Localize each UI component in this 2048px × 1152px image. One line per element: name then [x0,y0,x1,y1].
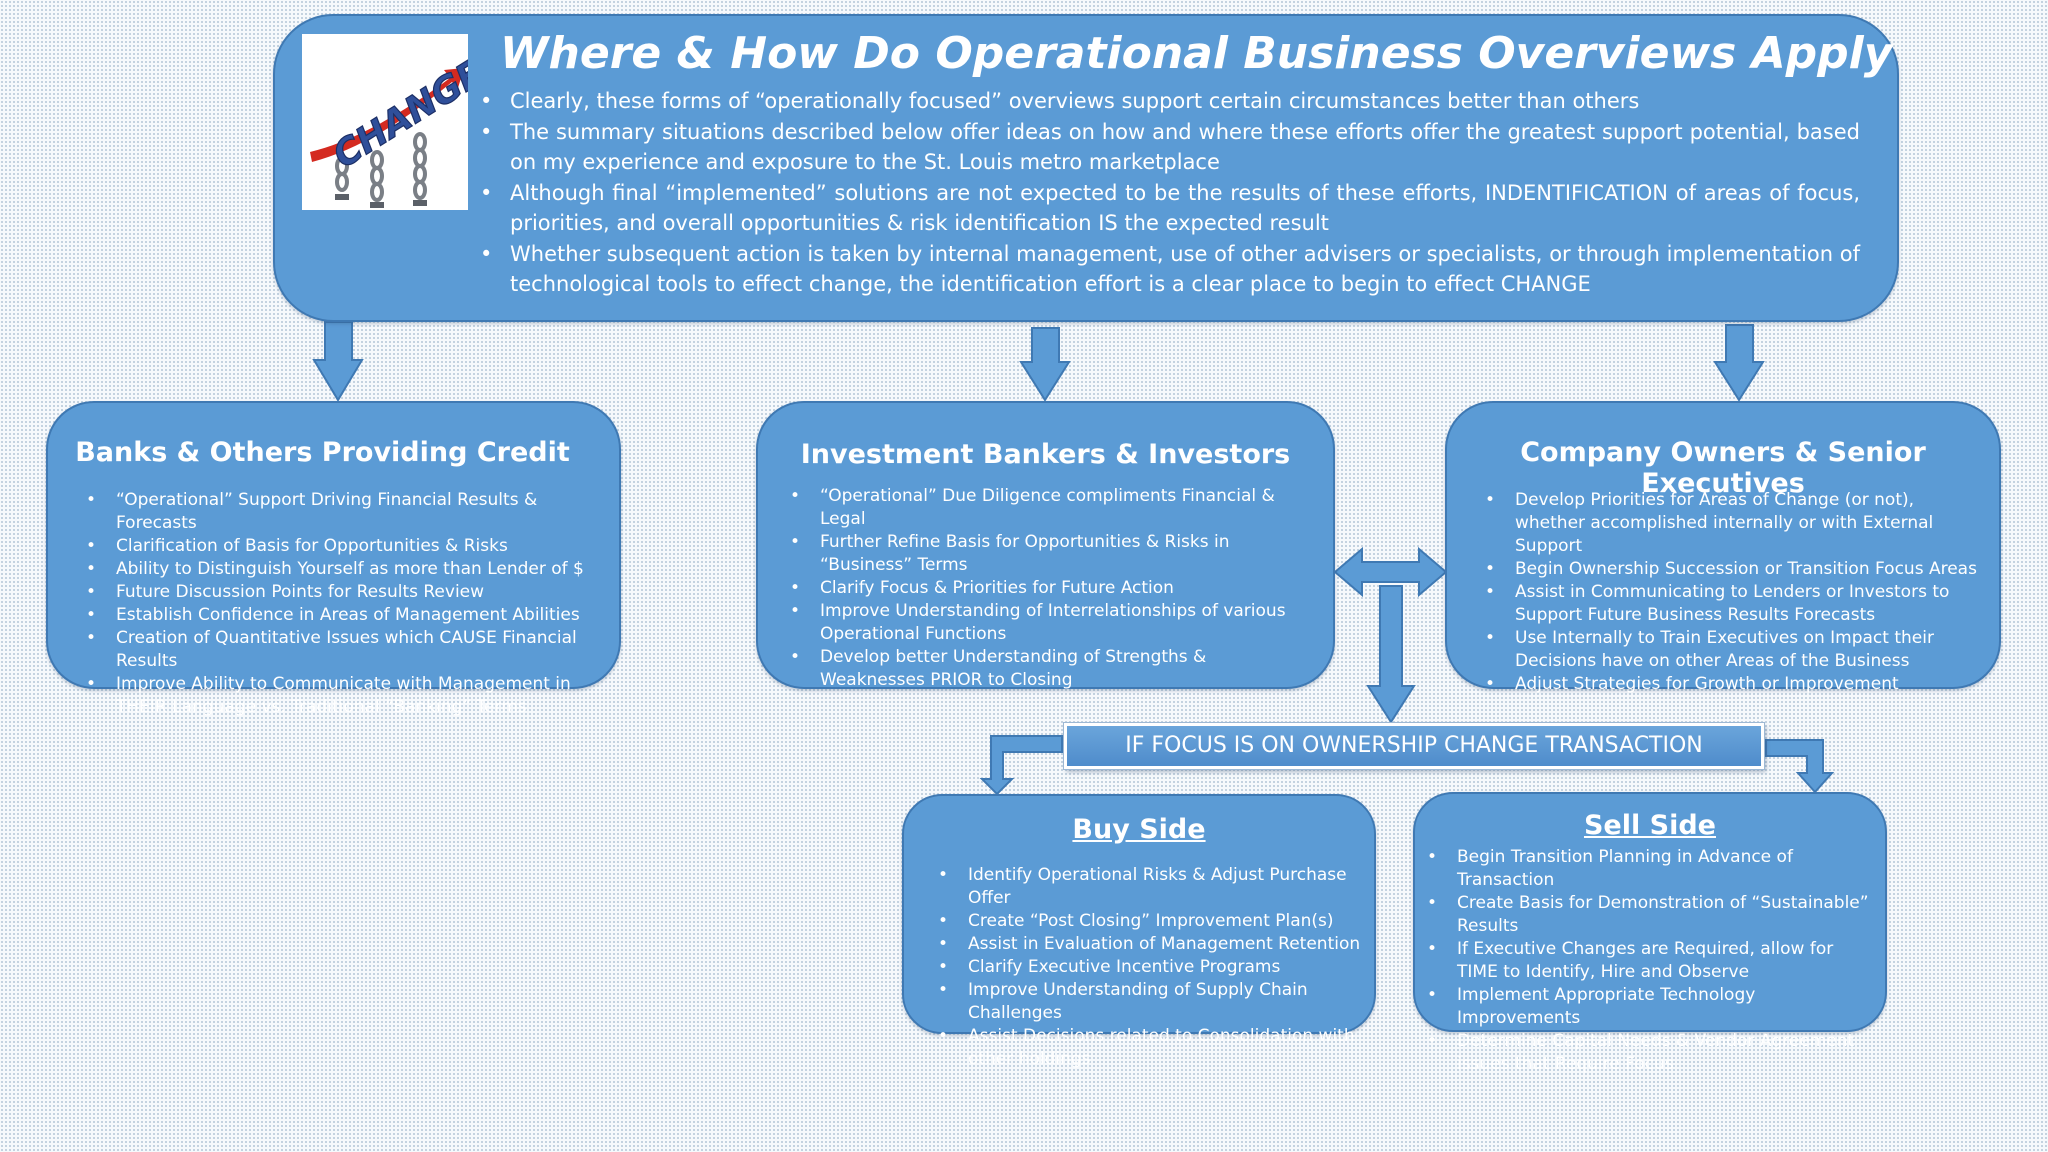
owners-box: Company Owners & Senior Executives Devel… [1445,401,2001,696]
change-word-text: CHANGE [326,52,468,176]
owners-bullet-1: Develop Priorities for Areas of Change (… [1485,489,1985,558]
investors-bullet-4: Improve Understanding of Interrelationsh… [790,600,1310,646]
banks-bullet-4: Future Discussion Points for Results Rev… [86,581,606,604]
sell-side-bullet-3: If Executive Changes are Required, allow… [1427,938,1877,984]
sell-side-bullet-5: Determine Capital Needs & Vendor Agreeme… [1427,1030,1877,1076]
buy-side-bullet-4: Clarify Executive Incentive Programs [938,956,1374,979]
sell-side-bullet-1: Begin Transition Planning in Advance of … [1427,846,1877,892]
header-bullet-3: Although final “implemented” solutions a… [480,178,1860,239]
arrow-to-owners [1713,324,1765,402]
buy-side-bullet-list: Identify Operational Risks & Adjust Purc… [938,864,1374,1071]
sell-side-box: Sell Side Begin Transition Planning in A… [1413,792,1887,1074]
sell-side-bullet-4: Implement Appropriate Technology Improve… [1427,984,1877,1030]
owners-bullet-2: Begin Ownership Succession or Transition… [1485,558,1985,581]
buy-side-box: Buy Side Identify Operational Risks & Ad… [902,794,1376,1069]
arrow-to-sell-side [1765,739,1835,794]
header-bullet-4: Whether subsequent action is taken by in… [480,239,1860,300]
header-bullet-1: Clearly, these forms of “operationally f… [480,86,1860,117]
buy-side-bullet-6: Assist Decisions related to Consolidatio… [938,1025,1374,1071]
investors-bullet-3: Clarify Focus & Priorities for Future Ac… [790,577,1310,600]
ownership-change-banner: IF FOCUS IS ON OWNERSHIP CHANGE TRANSACT… [1064,723,1764,769]
header-box: CHANGE Where & How Do Operational Busine… [273,14,1899,322]
banks-box: Banks & Others Providing Credit “Operati… [46,401,621,717]
buy-side-bullet-2: Create “Post Closing” Improvement Plan(s… [938,910,1374,933]
banks-bullet-6: Creation of Quantitative Issues which CA… [86,627,606,673]
arrow-to-investors [1019,327,1071,402]
arrow-to-buy-side [979,735,1063,796]
arrow-to-banks [312,321,364,402]
investors-box: Investment Bankers & Investors “Operatio… [756,401,1335,692]
banks-bullet-1: “Operational” Support Driving Financial … [86,489,606,535]
banks-title: Banks & Others Providing Credit [75,437,570,468]
investors-bullet-1: “Operational” Due Diligence compliments … [790,485,1310,531]
owners-bullet-3: Assist in Communicating to Lenders or In… [1485,581,1985,627]
sell-side-bullet-list: Begin Transition Planning in Advance of … [1427,846,1877,1076]
arrow-to-focus-banner [1366,585,1416,724]
header-bullet-2: The summary situations described below o… [480,117,1860,178]
sell-side-title: Sell Side [1583,810,1716,841]
buy-side-bullet-5: Improve Understanding of Supply Chain Ch… [938,979,1374,1025]
banks-bullet-list: “Operational” Support Driving Financial … [86,489,606,719]
page-title: Where & How Do Operational Business Over… [500,28,1893,79]
investors-bullet-2: Further Refine Basis for Opportunities &… [790,531,1310,577]
change-illustration-icon: CHANGE [302,34,468,210]
banks-bullet-5: Establish Confidence in Areas of Managem… [86,604,606,627]
header-bullet-list: Clearly, these forms of “operationally f… [480,86,1860,300]
owners-bullet-4: Use Internally to Train Executives on Im… [1485,627,1985,673]
buy-side-title: Buy Side [1072,814,1206,845]
buy-side-bullet-3: Assist in Evaluation of Management Reten… [938,933,1374,956]
investors-title: Investment Bankers & Investors [800,439,1291,470]
sell-side-bullet-2: Create Basis for Demonstration of “Susta… [1427,892,1877,938]
owners-bullet-5: Adjust Strategies for Growth or Improvem… [1485,673,1985,696]
banks-bullet-2: Clarification of Basis for Opportunities… [86,535,606,558]
investors-bullet-list: “Operational” Due Diligence compliments … [790,485,1310,692]
buy-side-bullet-1: Identify Operational Risks & Adjust Purc… [938,864,1374,910]
banks-bullet-3: Ability to Distinguish Yourself as more … [86,558,606,581]
banks-bullet-7: Improve Ability to Communicate with Mana… [86,673,606,719]
investors-bullet-5: Develop better Understanding of Strength… [790,646,1310,692]
owners-bullet-list: Develop Priorities for Areas of Change (… [1485,489,1985,696]
